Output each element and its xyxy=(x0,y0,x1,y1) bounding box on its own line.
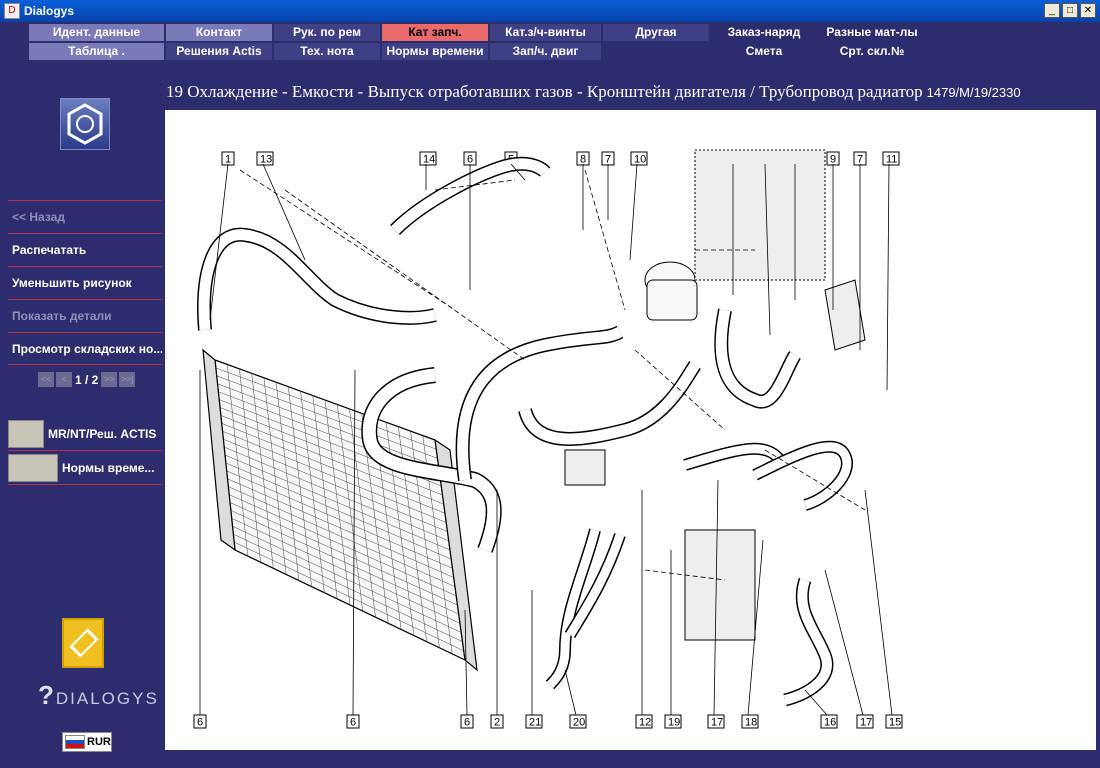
callout-top-label[interactable]: 9 xyxy=(830,154,836,166)
callout-top-label[interactable]: 8 xyxy=(580,154,586,166)
dialogys-logo-text: DIALOGYS xyxy=(55,689,159,708)
callout-bottom-box[interactable] xyxy=(635,714,653,729)
window-titlebar: D Dialogys _ □ ✕ xyxy=(0,0,1100,22)
tab-tech-note[interactable]: Тех. нота xyxy=(274,43,380,60)
tab-time-norms[interactable]: Нормы времени xyxy=(382,43,488,60)
russian-flag-icon xyxy=(65,735,85,749)
print-button[interactable]: Распечатать xyxy=(8,233,162,266)
callout-bottom-label[interactable]: 6 xyxy=(197,717,203,729)
tab-repair-manual[interactable]: Рук. по рем xyxy=(274,24,380,41)
callout-top-label[interactable]: 6 xyxy=(467,154,473,166)
currency-selector[interactable]: RUR xyxy=(62,732,112,752)
view-stock-numbers-button[interactable]: Просмотр складских но... xyxy=(8,332,162,365)
currency-label: RUR xyxy=(87,736,111,748)
tab-actis-solutions[interactable]: Решения Actis xyxy=(166,43,272,60)
callout-bottom-label[interactable]: 21 xyxy=(529,717,541,729)
time-norms-tool-button[interactable]: Нормы време... xyxy=(8,452,162,485)
sidebar-menu: << Назад Распечатать Уменьшить рисунок П… xyxy=(8,200,162,365)
tab-parts-screws[interactable]: Кат.з/ч-винты xyxy=(490,24,601,41)
callout-bottom-box[interactable] xyxy=(820,714,838,729)
callout-top-label[interactable]: 10 xyxy=(634,154,646,166)
app-icon: D xyxy=(4,3,20,19)
tab-stock-no[interactable]: Срт. скл.№ xyxy=(819,43,925,60)
tab-work-order[interactable]: Заказ-наряд xyxy=(711,24,817,41)
main-frame: Идент. данные Контакт Рук. по рем Кат за… xyxy=(4,22,1096,764)
callout-bottom-label[interactable]: 18 xyxy=(745,717,757,729)
callout-top-label[interactable]: 1 xyxy=(225,154,231,166)
callout-bottom-label[interactable]: 2 xyxy=(494,717,500,729)
callout-top-box[interactable] xyxy=(882,151,900,166)
tab-contact[interactable]: Контакт xyxy=(166,24,272,41)
callout-top-label[interactable]: 11 xyxy=(886,154,897,166)
page-title-text: 19 Охлаждение - Емкости - Выпуск отработ… xyxy=(166,82,923,101)
actis-tool-button[interactable]: MR/NT/Реш. ACTIS xyxy=(8,418,162,451)
diagram-code: 1479/M/19/2330 xyxy=(926,85,1021,100)
callout-top-box[interactable] xyxy=(256,151,274,166)
prev-page-button[interactable]: < xyxy=(56,372,72,387)
actis-tool-label: MR/NT/Реш. ACTIS xyxy=(48,427,157,441)
callout-bottom-box[interactable] xyxy=(856,714,874,729)
dialogys-logo: ?DIALOGYS xyxy=(38,680,159,710)
tab-misc-materials[interactable]: Разные мат-лы xyxy=(819,24,925,41)
document-magnifier-icon xyxy=(8,420,44,448)
hoses-drawing xyxy=(197,156,853,707)
tab-estimate[interactable]: Смета xyxy=(711,43,817,60)
callout-bottom-label[interactable]: 20 xyxy=(573,717,585,729)
page-indicator: 1 / 2 xyxy=(75,372,99,387)
callout-bottom-label[interactable]: 15 xyxy=(889,717,901,729)
callout-bottom-box[interactable] xyxy=(741,714,759,729)
callout-bottom-box[interactable] xyxy=(664,714,682,729)
time-norms-tool-label: Нормы време... xyxy=(62,461,155,475)
zoom-out-button[interactable]: Уменьшить рисунок xyxy=(8,266,162,299)
tab-ident[interactable]: Идент. данные xyxy=(29,24,164,41)
callout-lines xyxy=(199,163,893,716)
radiator-drawing xyxy=(202,348,478,672)
callout-bottom-label[interactable]: 17 xyxy=(860,717,872,729)
gauge-icon xyxy=(8,454,58,482)
cooling-system-diagram: 1131465871043129711 66622120121917181617… xyxy=(193,149,903,729)
callout-bottom-label[interactable]: 6 xyxy=(464,717,470,729)
first-page-button[interactable]: << xyxy=(38,372,54,387)
renault-logo-icon xyxy=(62,618,104,668)
tab-parts-catalog[interactable]: Кат запч. xyxy=(382,24,488,41)
callout-top-label[interactable]: 13 xyxy=(260,154,272,166)
tab-other[interactable]: Другая xyxy=(603,24,709,41)
callout-bottom-label[interactable]: 16 xyxy=(824,717,836,729)
callout-top-box[interactable] xyxy=(630,151,648,166)
page-title: 19 Охлаждение - Емкости - Выпуск отработ… xyxy=(166,82,1096,108)
callout-top-label[interactable]: 7 xyxy=(605,154,611,166)
top-tabs: Идент. данные Контакт Рук. по рем Кат за… xyxy=(29,24,929,62)
page-navigator: << < 1 / 2 >> >>| xyxy=(38,372,136,387)
callout-top-label[interactable]: 14 xyxy=(423,154,435,166)
engine-components-drawing xyxy=(564,149,866,641)
tab-table[interactable]: Таблица . xyxy=(29,43,164,60)
next-page-button[interactable]: >> xyxy=(101,372,118,387)
back-button[interactable]: << Назад xyxy=(8,200,162,233)
callout-bottom-box[interactable] xyxy=(569,714,587,729)
callout-top-label[interactable]: 7 xyxy=(857,154,863,166)
show-details-button[interactable]: Показать детали xyxy=(8,299,162,332)
callout-bottom-label[interactable]: 12 xyxy=(639,717,651,729)
callout-bottom-label[interactable]: 19 xyxy=(668,717,680,729)
hex-nut-logo-icon xyxy=(60,98,110,150)
exploded-diagram[interactable]: 1131465871043129711 66622120121917181617… xyxy=(165,110,1096,750)
tab-engine-parts[interactable]: Зап/ч. двиг xyxy=(490,43,601,60)
window-title: Dialogys xyxy=(24,4,75,18)
sidebar: << Назад Распечатать Уменьшить рисунок П… xyxy=(4,80,164,764)
callout-bottom-box[interactable] xyxy=(885,714,903,729)
window-controls: _ □ ✕ xyxy=(1044,3,1096,18)
callout-top-box[interactable] xyxy=(419,151,437,166)
minimize-button[interactable]: _ xyxy=(1044,3,1060,18)
callout-bottom-box[interactable] xyxy=(707,714,725,729)
maximize-button[interactable]: □ xyxy=(1062,3,1078,18)
callout-bottom-label[interactable]: 6 xyxy=(350,717,356,729)
callout-bottom-box[interactable] xyxy=(525,714,543,729)
close-button[interactable]: ✕ xyxy=(1080,3,1096,18)
callout-bottom-label[interactable]: 17 xyxy=(711,717,723,729)
last-page-button[interactable]: >>| xyxy=(119,372,136,387)
